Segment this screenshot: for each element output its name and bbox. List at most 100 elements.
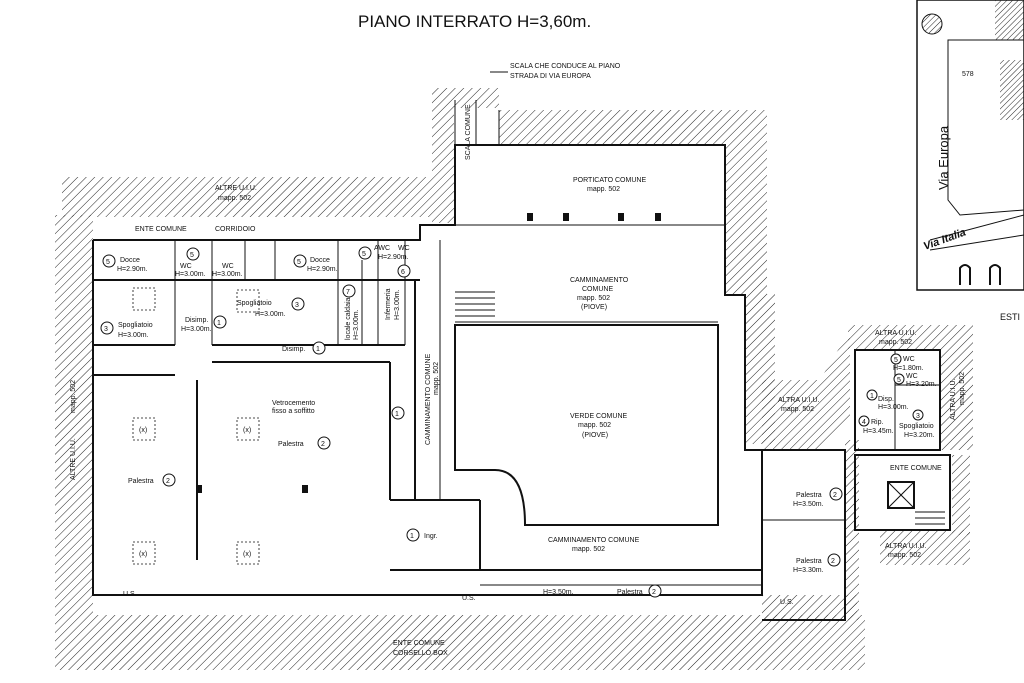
altra-mapp-r1: mapp. 502 — [879, 339, 912, 346]
room-number-circle — [186, 247, 200, 261]
room-number: 2 — [833, 492, 837, 499]
room-number: 1 — [316, 346, 320, 353]
locale-caldaia: locale caldaia — [345, 297, 352, 340]
spogliatoio-1-h: H=3.00m. — [118, 332, 149, 339]
altra-uiu-r1: ALTRA U.I.U. — [875, 330, 917, 337]
room-number: 3 — [295, 302, 299, 309]
room-number: 2 — [831, 558, 835, 565]
room-number: 7 — [346, 289, 350, 296]
room-number: 5 — [362, 251, 366, 258]
wc-1-h: H=3.00m. — [175, 271, 206, 278]
room-number-circle — [829, 487, 843, 501]
camminamento-2-mapp: mapp. 502 — [572, 546, 605, 553]
plan-title: PIANO INTERRATO H=3,60m. — [358, 12, 591, 31]
room-number-circle — [317, 436, 331, 450]
wc-r: WC — [903, 356, 915, 363]
mapp-top: mapp. 502 — [218, 195, 251, 202]
x-mark: (x) — [139, 427, 147, 434]
ente-comune-r: ENTE COMUNE — [890, 465, 942, 472]
scala-comune-label: SCALA COMUNE — [465, 104, 472, 160]
room-number: 5 — [297, 259, 301, 266]
room-number-circle — [858, 415, 870, 427]
wc-3-h: H=2.90m. — [378, 254, 409, 261]
room-number: 2 — [652, 589, 656, 596]
wc-2-h: H=3.00m. — [212, 271, 243, 278]
altra-mapp-r2: mapp. 502 — [959, 372, 966, 405]
docce-1-h: H=2.90m. — [117, 266, 148, 273]
h350-label: H=3.50m. — [543, 589, 574, 596]
room-number-circle — [893, 373, 905, 385]
piove-1: (PIOVE) — [581, 304, 607, 311]
fixture-box — [132, 417, 156, 441]
room-number-circle — [293, 254, 307, 268]
spogliatoio-2-h: H=3.00m. — [255, 311, 286, 318]
room-number-circle — [912, 409, 924, 421]
room-number-circle — [342, 284, 356, 298]
verde-label: VERDE COMUNE — [570, 413, 628, 420]
room-number-circle — [291, 297, 305, 311]
room-number: 1 — [217, 320, 221, 327]
room-number-circle — [391, 406, 405, 420]
location-map: 578 Via Europa Via Italia — [916, 0, 1024, 291]
room-number-circle — [890, 353, 902, 365]
room-number: 2 — [166, 478, 170, 485]
disimp-1-h: H=3.00m. — [181, 326, 212, 333]
room-number: 4 — [862, 419, 866, 426]
docce-2: Docce — [310, 257, 330, 264]
palestra-4: Palestra — [796, 492, 822, 499]
altra-mapp-r3: mapp. 502 — [888, 552, 921, 559]
room-number: 5 — [190, 252, 194, 259]
palestra-1: Palestra — [278, 441, 304, 448]
wc-r2: WC — [906, 373, 918, 380]
via-europa-label: Via Europa — [936, 125, 951, 190]
verde-mapp: mapp. 502 — [578, 422, 611, 429]
hatch-far-right-side — [940, 350, 973, 450]
hatch-top-left — [62, 177, 432, 217]
hatch-porticato-top — [499, 110, 767, 144]
altra-uiu-r3: ALTRA U.I.U. — [885, 543, 927, 550]
camminamento-1: CAMMINAMENTO — [570, 277, 629, 284]
x-mark: (x) — [243, 551, 251, 558]
locale-caldaia-h: H=3.00m. — [353, 309, 360, 340]
spogliatoio-r: Spogliatoio — [899, 423, 934, 430]
room-number-circle — [312, 341, 326, 355]
room-number-circle — [213, 315, 227, 329]
far-right-ente — [854, 454, 951, 531]
hatch-bottom — [55, 615, 865, 670]
fixture-box — [132, 287, 156, 311]
scala-label-1: SCALA CHE CONDUCE AL PIANO — [510, 63, 621, 70]
us-label: U.S. — [780, 599, 794, 606]
room-number: 1 — [395, 411, 399, 418]
camminamento-vert: CAMMINAMENTO COMUNE — [425, 353, 432, 445]
x-mark: (x) — [139, 551, 147, 558]
hatch-stair-left — [432, 88, 454, 223]
wc-3: WC — [398, 245, 410, 252]
wall-outer — [92, 144, 763, 596]
hatch-far-right-edge — [952, 455, 970, 535]
fixture-box — [132, 541, 156, 565]
wall-right-wing — [762, 449, 846, 621]
hatch-right-upper — [725, 144, 767, 294]
wc-1: WC — [180, 263, 192, 270]
docce-2-h: H=2.90m. — [307, 266, 338, 273]
porticato-mapp: mapp. 502 — [587, 186, 620, 193]
camminamento-1-mapp: mapp. 502 — [577, 295, 610, 302]
stair-comune — [454, 100, 500, 225]
palestra-5-h: H=3.30m. — [793, 567, 824, 574]
room-number-circle — [358, 246, 372, 260]
room-number-circle — [100, 321, 114, 335]
us-label: U.S. — [462, 595, 476, 602]
camminamento-1b: COMUNE — [582, 286, 613, 293]
piove-2: (PIOVE) — [582, 432, 608, 439]
camminamento-2: CAMMINAMENTO COMUNE — [548, 537, 640, 544]
scala-label-2: STRADA DI VIA EUROPA — [510, 73, 591, 80]
stair-far-right — [915, 511, 945, 525]
hatch-left — [55, 215, 93, 615]
pillars — [196, 213, 661, 493]
fixture-box — [236, 541, 260, 565]
mapp-left: mapp. 502 — [70, 380, 77, 413]
room-number-circle — [162, 473, 176, 487]
altre-uiu-top: ALTRE U.I.U. — [215, 185, 257, 192]
fixture-box — [236, 417, 260, 441]
room-number: 5 — [894, 357, 898, 364]
